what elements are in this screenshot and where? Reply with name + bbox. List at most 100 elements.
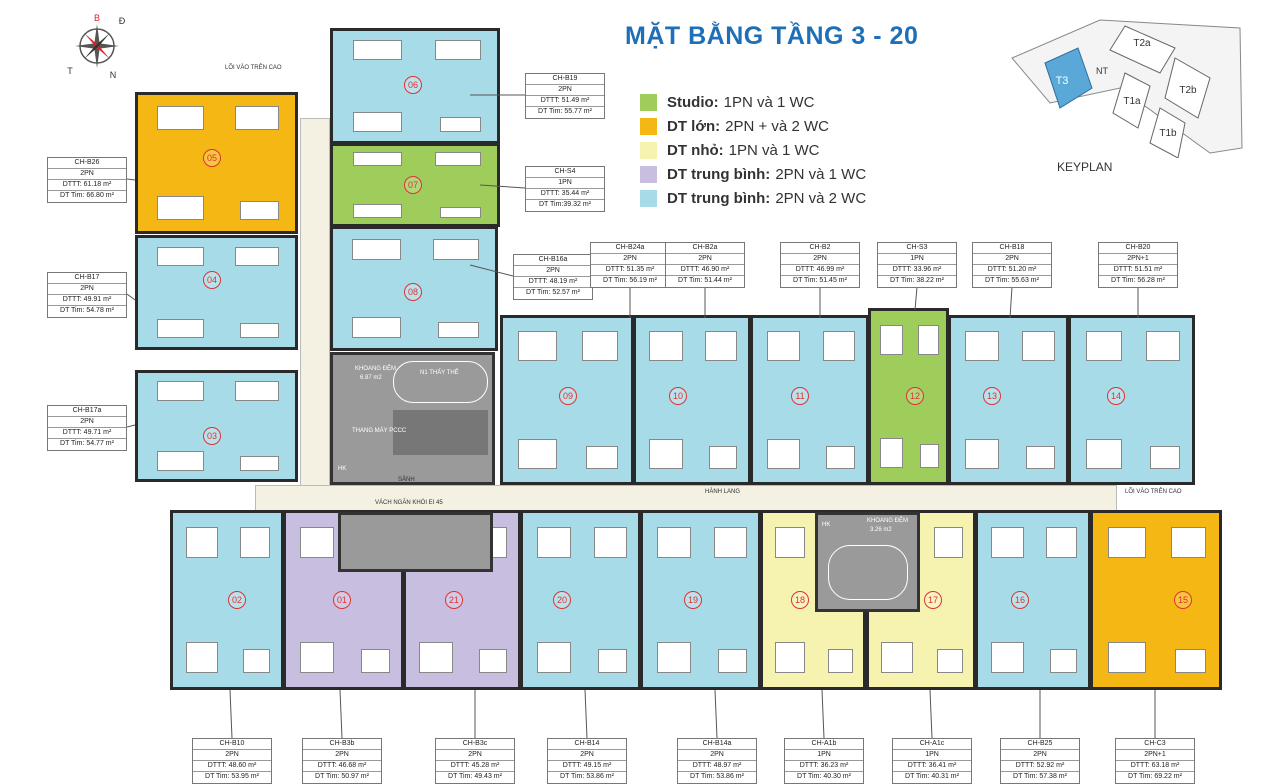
info-dttt: DTTT: 45.28 m² <box>436 761 514 772</box>
info-dttim: DT Tim: 69.22 m² <box>1128 773 1182 780</box>
svg-text:NT: NT <box>1096 66 1108 76</box>
corridor-horizontal <box>255 485 1117 511</box>
legend-desc: 1PN và 1 WC <box>723 93 815 111</box>
apartment-unit-14[interactable] <box>1068 315 1195 485</box>
unit-number: 14 <box>1107 387 1125 405</box>
legend-desc: 2PN và 2 WC <box>775 189 867 207</box>
info-rooms: 2PN <box>48 169 126 180</box>
info-dttim: DT Tim: 50.97 m² <box>315 773 369 780</box>
apartment-unit-11[interactable] <box>750 315 869 485</box>
info-dttt: DTTT: 35.44 m² <box>526 189 604 200</box>
hk-label: HK <box>822 522 831 528</box>
compass-west: T <box>67 66 73 76</box>
info-rooms: 1PN <box>893 750 971 761</box>
info-dttim: DT Tim: 51.44 m² <box>678 277 732 284</box>
info-code: CH-B24a <box>591 243 669 254</box>
unit-number: 15 <box>1174 591 1192 609</box>
info-dttt: DTTT: 48.60 m² <box>193 761 271 772</box>
info-rooms: 2PN <box>1001 750 1079 761</box>
info-rooms: 2PN <box>678 750 756 761</box>
legend-category: DT trung bình: <box>667 189 771 207</box>
leader-line <box>821 689 825 739</box>
info-dttt: DTTT: 36.41 m² <box>893 761 971 772</box>
keyplan-block-t1a <box>1112 72 1151 129</box>
legend-item-small: DT nhỏ:1PN và 1 WC <box>640 138 866 162</box>
info-code: CH-B18 <box>973 243 1051 254</box>
info-code: CH-B17a <box>48 406 126 417</box>
info-dttt: DTTT: 49.91 m² <box>48 295 126 306</box>
legend-category: Studio: <box>667 93 719 111</box>
apartment-unit-10[interactable] <box>633 315 751 485</box>
info-dttim: DT Tim: 40.30 m² <box>797 773 851 780</box>
info-dttt: DTTT: 48.97 m² <box>678 761 756 772</box>
apartment-unit-12[interactable] <box>868 308 949 485</box>
info-dttt: DTTT: 51.51 m² <box>1099 265 1177 276</box>
legend-desc: 2PN và 1 WC <box>775 165 867 183</box>
info-code: CH-B3b <box>303 739 381 750</box>
legend-desc: 2PN + và 2 WC <box>725 117 829 135</box>
stair-core-left <box>330 352 495 485</box>
apartment-unit-16[interactable] <box>975 510 1091 690</box>
info-code: CH-B2a <box>666 243 744 254</box>
info-dttt: DTTT: 51.35 m² <box>591 265 669 276</box>
legend-swatch <box>640 141 657 159</box>
info-rooms: 2PN <box>436 750 514 761</box>
page-title: MẶT BẰNG TẦNG 3 - 20 <box>625 22 919 50</box>
info-code: CH-B14 <box>548 739 626 750</box>
info-dttt: DTTT: 36.23 m² <box>785 761 863 772</box>
unit-number: 02 <box>228 591 246 609</box>
info-dttt: DTTT: 52.92 m² <box>1001 761 1079 772</box>
info-dttim: DT Tim: 40.31 m² <box>905 773 959 780</box>
apartment-unit-04[interactable] <box>135 235 298 350</box>
leader-line <box>714 689 718 739</box>
info-rooms: 2PN <box>48 284 126 295</box>
legend-desc: 1PN và 1 WC <box>728 141 820 159</box>
info-dttim: DT Tim:39.32 m² <box>539 201 591 208</box>
info-dttim: DT Tim: 57.38 m² <box>1013 773 1067 780</box>
stair-core-right <box>815 512 920 612</box>
lift-core-left <box>338 512 493 572</box>
info-rooms: 2PN <box>781 254 859 265</box>
fire-lift-label: THANG MÁY PCCC <box>352 428 407 434</box>
info-dttim: DT Tim: 56.28 m² <box>1111 277 1165 284</box>
unit-number: 13 <box>983 387 1001 405</box>
info-dttim: DT Tim: 66.80 m² <box>60 192 114 199</box>
info-dttim: DT Tim: 51.45 m² <box>793 277 847 284</box>
info-rooms: 2PN <box>193 750 271 761</box>
info-code: CH-B17 <box>48 273 126 284</box>
compass-east: Đ <box>119 16 126 26</box>
legend-swatch <box>640 189 657 207</box>
apartment-unit-03[interactable] <box>135 370 298 482</box>
info-code: CH-B2 <box>781 243 859 254</box>
leader-line <box>584 689 588 739</box>
apartment-unit-20[interactable] <box>520 510 641 690</box>
info-dttt: DTTT: 46.99 m² <box>781 265 859 276</box>
unit-number: 11 <box>791 387 809 405</box>
info-dttt: DTTT: 46.90 m² <box>666 265 744 276</box>
apartment-unit-02[interactable] <box>170 510 284 690</box>
keyplan-block-t2a <box>1109 25 1176 74</box>
info-dttim: DT Tim: 56.19 m² <box>603 277 657 284</box>
apartment-unit-13[interactable] <box>948 315 1069 485</box>
info-dttim: DT Tim: 54.78 m² <box>60 307 114 314</box>
unit-number: 06 <box>404 76 422 94</box>
compass-south: N <box>110 70 117 80</box>
info-rooms: 2PN <box>548 750 626 761</box>
buffer-area: 3.26 m2 <box>870 527 892 533</box>
lobby-label: SẢNH <box>398 477 415 483</box>
apartment-unit-15[interactable] <box>1090 510 1222 690</box>
info-rooms: 2PN+1 <box>1099 254 1177 265</box>
smoke-wall-label: VÁCH NGĂN KHÓI EI 45 <box>375 500 443 506</box>
compass-north: B <box>94 13 100 23</box>
compass-rose-icon: B N Đ T <box>67 13 126 80</box>
info-code: CH-C3 <box>1116 739 1194 750</box>
info-dttt: DTTT: 48.19 m² <box>514 277 592 288</box>
